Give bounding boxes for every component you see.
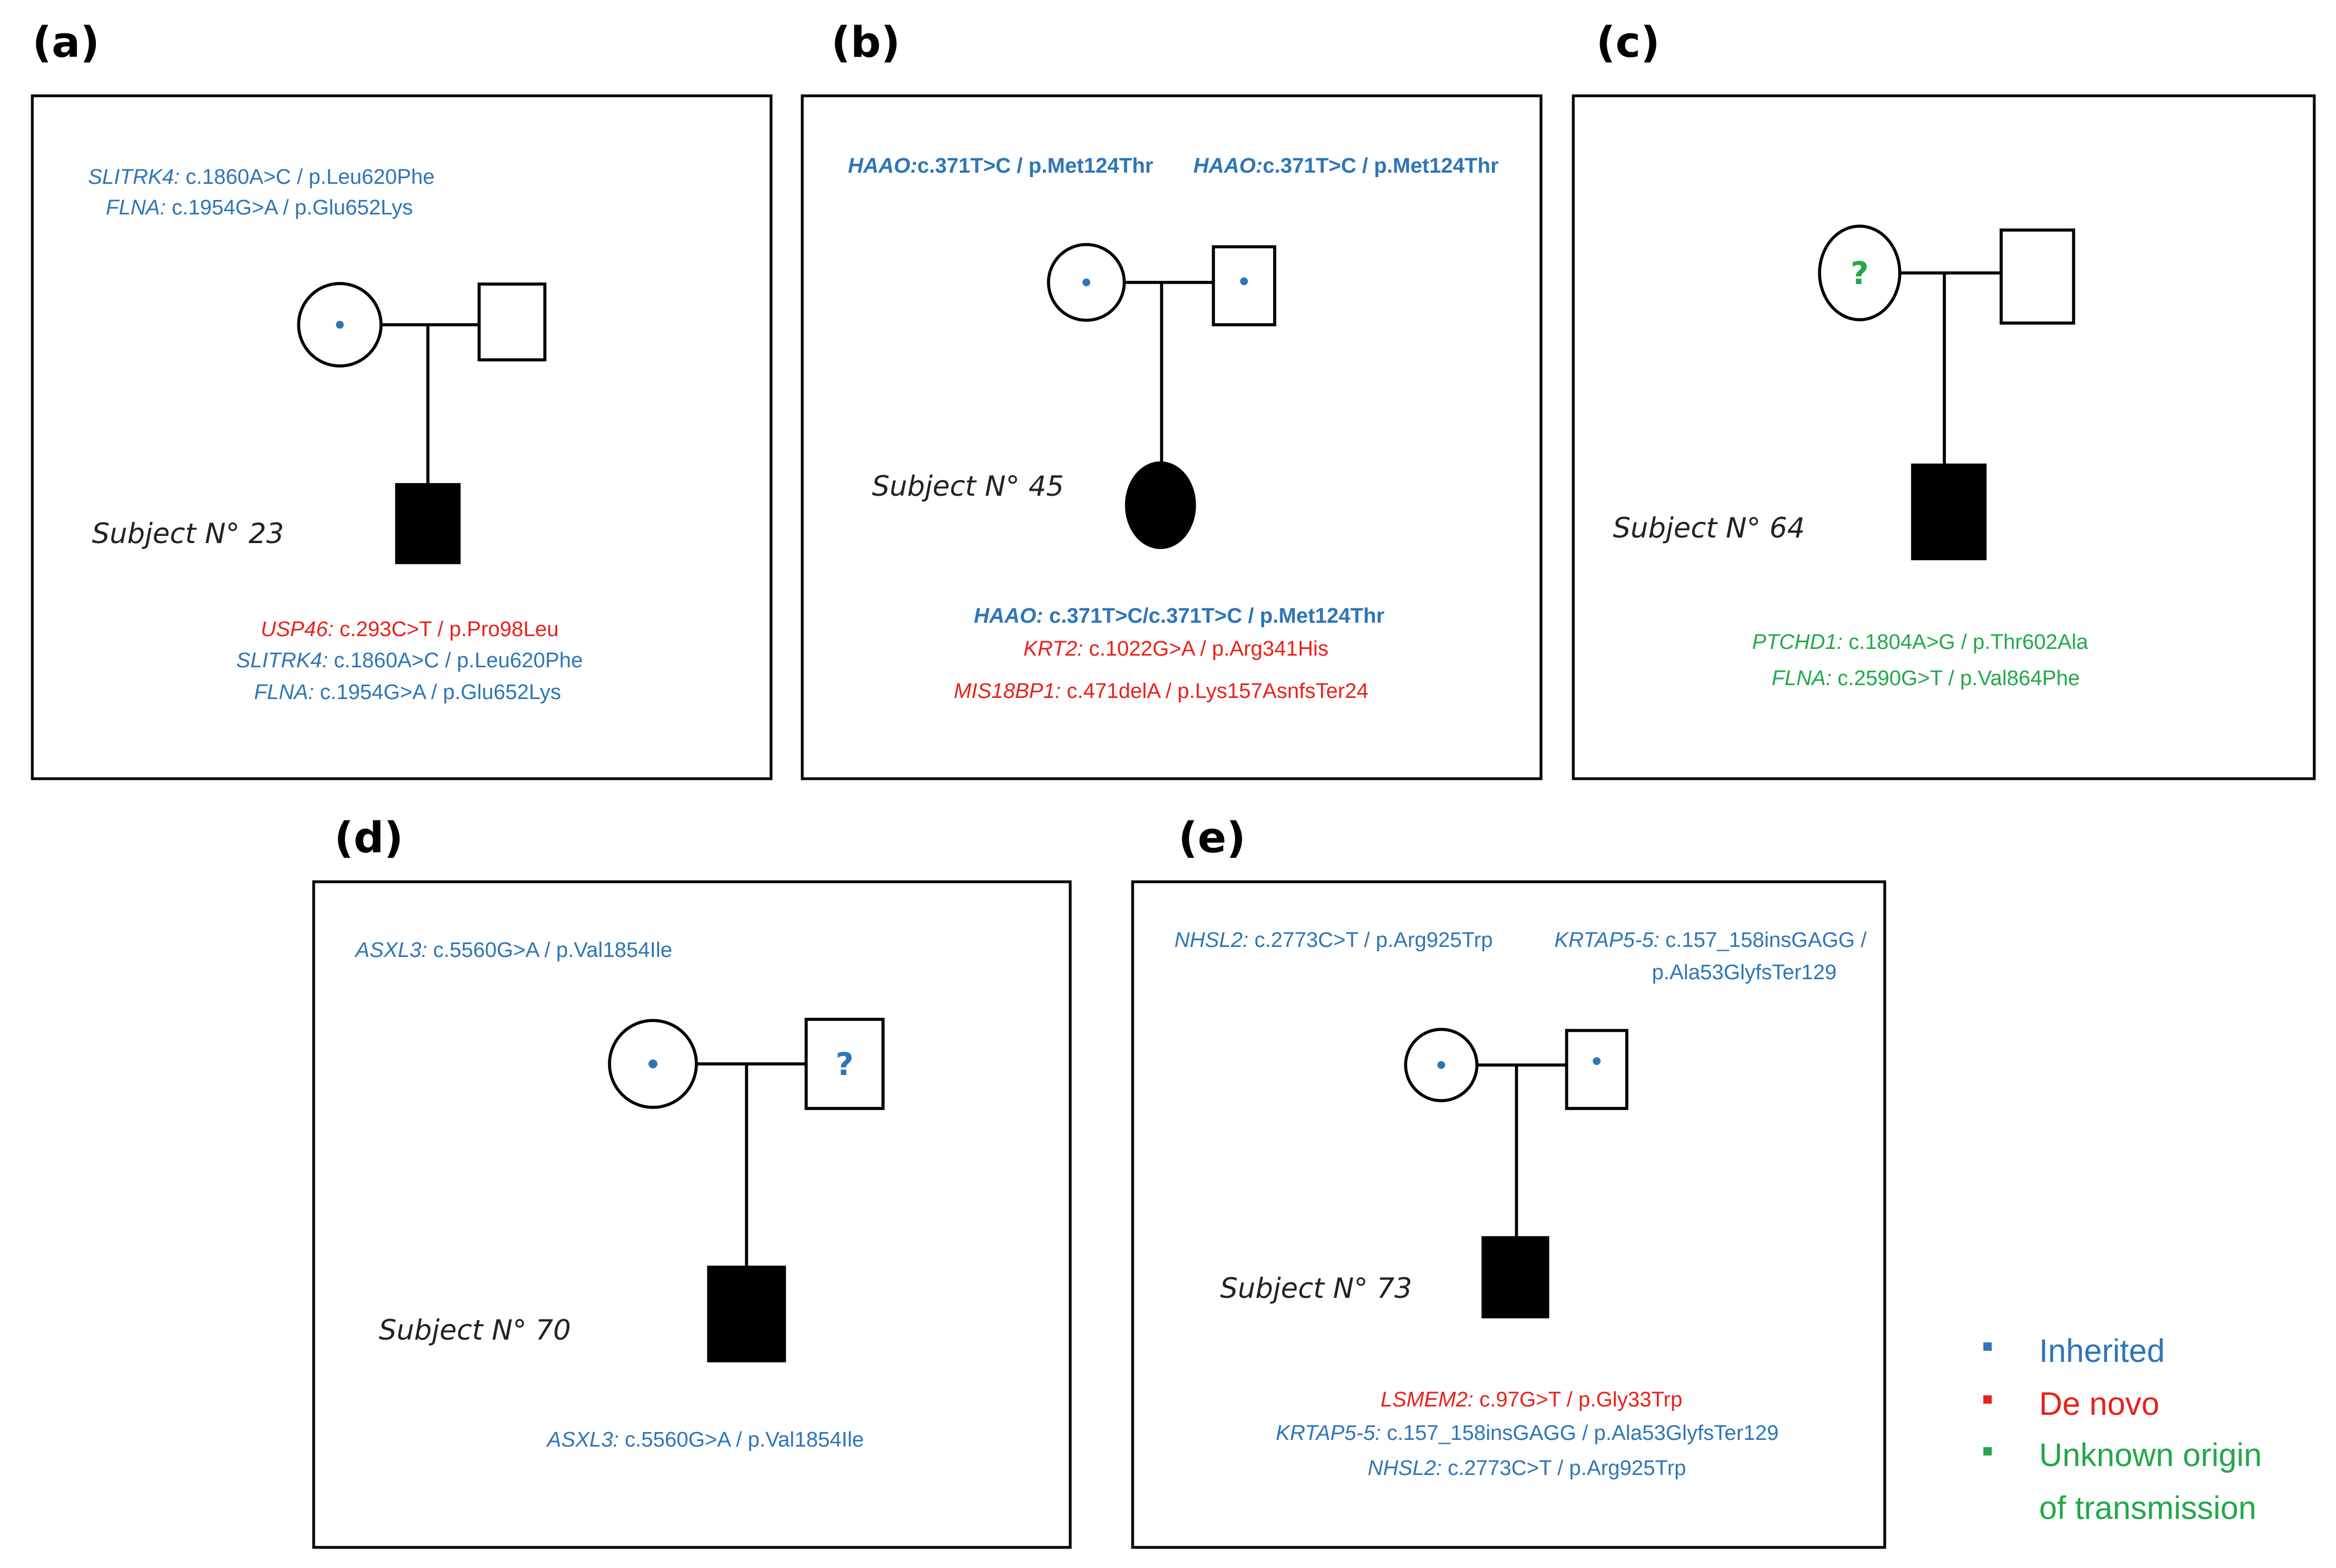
mother-variant-e: NHSL2: c.2773C>T / p.Arg925Trp	[1174, 929, 1493, 952]
mother-variant-d: ASXL3: c.5560G>A / p.Val1854Ile	[354, 939, 672, 962]
child-variant-b-1: HAAO: c.371T>C/c.371T>C / p.Met124Thr	[974, 604, 1384, 628]
panel-e: (e) NHSL2: c.2773C>T / p.Arg925Trp KRTAP…	[1131, 813, 1886, 1549]
legend-swatch-unknown	[1983, 1447, 1992, 1455]
child-variant-a-2: SLITRK4: c.1860A>C / p.Leu620Phe	[236, 649, 583, 672]
carrier-dot	[1593, 1057, 1601, 1065]
father-symbol	[1212, 245, 1276, 326]
child-variant-b-3: MIS18BP1: c.471delA / p.Lys157AsnfsTer24	[954, 680, 1368, 703]
carrier-dot	[1437, 1061, 1445, 1069]
mother-variant-b: HAAO:c.371T>C / p.Met124Thr	[848, 154, 1153, 178]
carrier-dot	[648, 1059, 657, 1068]
affected-daughter-symbol	[1125, 461, 1196, 549]
panel-label-c: (c)	[1596, 17, 1660, 67]
legend-inherited: Inherited	[2039, 1333, 2165, 1369]
father-symbol	[2000, 228, 2075, 325]
affected-son-symbol	[395, 483, 461, 564]
legend-swatch-inherited	[1983, 1342, 1992, 1351]
subject-label-b: Subject N° 45	[872, 470, 1064, 502]
subject-label-c: Subject N° 64	[1613, 512, 1805, 544]
panel-d: (d) ASXL3: c.5560G>A / p.Val1854Ile ? Su…	[312, 813, 1072, 1549]
subject-label-a: Subject N° 23	[92, 517, 284, 550]
father-symbol	[1565, 1029, 1628, 1110]
legend: Inherited De novo Unknown origin of tran…	[1983, 1333, 2262, 1526]
panel-label-d: (d)	[334, 813, 403, 862]
panel-c: (c) ? Subject N° 64 PTCHD1: c.1804A>G / …	[1572, 17, 2316, 780]
father-variant-e-line1: KRTAP5-5: c.157_158insGAGG /	[1554, 929, 1867, 952]
affected-son-symbol	[707, 1266, 786, 1362]
panel-label-a: (a)	[32, 17, 100, 67]
child-variant-e-3: NHSL2: c.2773C>T / p.Arg925Trp	[1368, 1457, 1686, 1480]
father-symbol	[804, 1018, 885, 1110]
affected-son-symbol	[1911, 463, 1987, 560]
father-variant-b: HAAO:c.371T>C / p.Met124Thr	[1193, 154, 1499, 178]
affected-son-symbol	[1481, 1236, 1549, 1318]
panel-e-frame	[1131, 880, 1886, 1549]
subject-label-e: Subject N° 73	[1220, 1272, 1412, 1305]
carrier-dot	[1082, 279, 1090, 286]
panel-a-frame	[31, 94, 773, 780]
child-variant-c-1: PTCHD1: c.1804A>G / p.Thr602Ala	[1752, 631, 2089, 654]
legend-swatch-de-novo	[1983, 1395, 1992, 1404]
carrier-dot	[1240, 277, 1248, 285]
unknown-mark: ?	[1851, 256, 1869, 292]
legend-unknown-line2: of transmission	[2039, 1490, 2256, 1526]
child-variant-a-1: USP46: c.293C>T / p.Pro98Leu	[261, 618, 559, 641]
child-variant-c-2: FLNA: c.2590G>T / p.Val864Phe	[1772, 667, 2080, 690]
parent-variant-a-2: FLNA: c.1954G>A / p.Glu652Lys	[106, 196, 413, 219]
child-variant-b-2: KRT2: c.1022G>A / p.Arg341His	[1023, 637, 1328, 661]
panel-label-e: (e)	[1178, 813, 1246, 862]
child-variant-e-1: LSMEM2: c.97G>T / p.Gly33Trp	[1381, 1388, 1682, 1411]
panel-a: (a) SLITRK4: c.1860A>C / p.Leu620Phe FLN…	[31, 17, 773, 780]
father-symbol	[477, 282, 547, 362]
father-variant-e-line2: p.Ala53GlyfsTer129	[1652, 961, 1837, 984]
child-variant-d: ASXL3: c.5560G>A / p.Val1854Ile	[546, 1428, 864, 1452]
parent-variant-a-1: SLITRK4: c.1860A>C / p.Leu620Phe	[88, 165, 435, 189]
carrier-dot	[336, 321, 344, 329]
unknown-mark: ?	[836, 1047, 854, 1083]
panel-d-frame	[312, 880, 1072, 1549]
panel-b: (b) HAAO:c.371T>C / p.Met124Thr HAAO:c.3…	[801, 17, 1543, 780]
panel-b-frame	[801, 94, 1543, 780]
subject-label-d: Subject N° 70	[379, 1314, 571, 1346]
legend-unknown-line1: Unknown origin	[2039, 1437, 2262, 1473]
legend-de-novo: De novo	[2039, 1386, 2159, 1422]
child-variant-e-2: KRTAP5-5: c.157_158insGAGG / p.Ala53Glyf…	[1276, 1422, 1779, 1445]
child-variant-a-3: FLNA: c.1954G>A / p.Glu652Lys	[254, 681, 561, 704]
panel-label-b: (b)	[831, 17, 900, 67]
